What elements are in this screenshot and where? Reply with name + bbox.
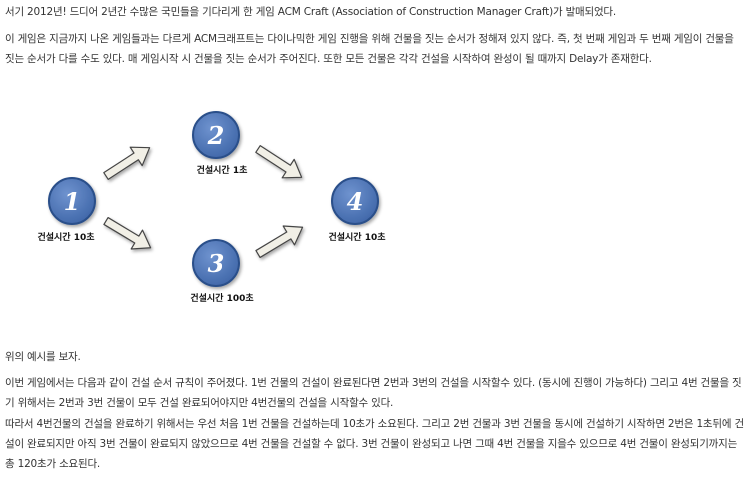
- node-4: 4 건설시간 10초: [328, 177, 386, 243]
- example-explain-paragraph: 따라서 4번건물의 건설을 완료하기 위해서는 우선 처음 1번 건물을 건설하…: [5, 418, 744, 470]
- node-1: 1 건설시간 10초: [37, 177, 96, 243]
- build-order-diagram: 1 건설시간 10초 2 건설시간 1초 3 건설시간 100초 4 건설시간 …: [37, 111, 386, 304]
- rules-paragraph: 이 게임은 지금까지 나온 게임들과는 다르게 ACM크래프트는 다이나믹한 게…: [5, 33, 734, 65]
- arrow-1-to-2: [103, 146, 151, 180]
- example-rule-paragraph: 이번 게임에서는 다음과 같이 건설 순서 규칙이 주어졌다. 1번 건물의 건…: [5, 377, 742, 409]
- node-1-number: 1: [64, 187, 81, 216]
- node-4-label: 건설시간 10초: [328, 231, 386, 243]
- node-2-number: 2: [207, 121, 225, 150]
- node-2: 2 건설시간 1초: [192, 111, 249, 176]
- node-4-number: 4: [347, 187, 364, 216]
- intro-paragraph: 서기 2012년! 드디어 2년간 수많은 국민들을 기다리게 한 게임 ACM…: [5, 6, 617, 18]
- arrow-2-to-4: [255, 145, 303, 179]
- node-3-number: 3: [208, 249, 225, 278]
- arrow-1-to-3: [103, 216, 152, 250]
- node-3-label: 건설시간 100초: [190, 292, 254, 304]
- arrow-3-to-4: [255, 225, 304, 259]
- node-2-label: 건설시간 1초: [197, 164, 249, 176]
- node-3: 3 건설시간 100초: [190, 239, 254, 304]
- node-1-label: 건설시간 10초: [37, 231, 95, 243]
- example-intro-paragraph: 위의 예시를 보자.: [5, 351, 81, 363]
